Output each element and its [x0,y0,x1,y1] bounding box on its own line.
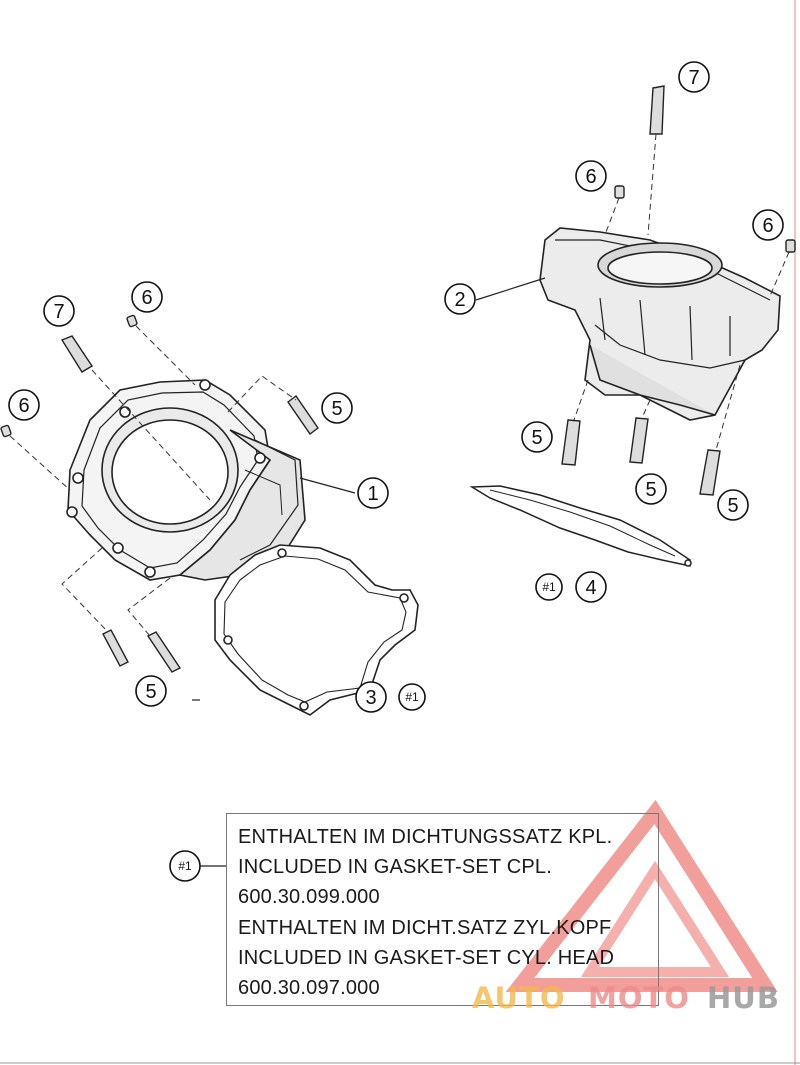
note-line-2: INCLUDED IN GASKET-SET CPL. [238,856,552,878]
base-gasket-left-drawing [214,544,419,716]
callout-3: 3 [365,687,376,709]
cylinder-right-drawing [539,227,781,421]
callout-5-right-a: 5 [531,427,542,449]
base-gasket-right-drawing [469,485,692,567]
callout-markers [8,61,784,882]
watermark-part-auto: AUTO [472,981,566,1015]
callout-ref-left: #1 [405,690,419,704]
gasket-note-box [226,813,659,1006]
note-line-5: INCLUDED IN GASKET-SET CYL. HEAD [238,947,615,969]
note-line-6: 600.30.097.000 [238,977,380,999]
callout-2: 2 [454,289,465,311]
watermark-logo-icon [505,799,778,992]
callout-1: 1 [367,483,378,505]
watermark-part-moto: MOTO [588,981,690,1015]
right-dashed-guides [573,133,790,451]
note-line-1: ENTHALTEN IM DICHTUNGSSATZ KPL. [238,826,613,848]
callout-6-left-a: 6 [141,287,152,309]
callout-4: 4 [585,577,596,599]
callout-5-right-b: 5 [645,479,656,501]
note-line-3: 600.30.099.000 [238,886,380,908]
left-fasteners-drawing [0,314,319,673]
callout-6-left-b: 6 [18,395,29,417]
callout-labels: 7 6 6 2 5 5 5 #1 4 6 7 6 5 1 5 3 #1 #1 [18,67,773,873]
left-dashed-guides [9,325,297,637]
callout-ref-right: #1 [542,580,556,594]
callout-5-left-a: 5 [331,398,342,420]
cylinder-left-drawing [66,379,306,581]
watermark-part-hub: HUB [707,981,780,1015]
note-ref-label: #1 [178,859,192,873]
note-line-4: ENTHALTEN IM DICHT.SATZ ZYL.KOPF [238,917,612,939]
right-fasteners-drawing [561,85,796,496]
callout-7-right: 7 [688,67,699,89]
callout-5-right-c: 5 [727,495,738,517]
callout-6-right-a: 6 [585,166,596,188]
callout-6-right-b: 6 [762,215,773,237]
callout-5-left-b: 5 [145,681,156,703]
callout-7-left: 7 [53,301,64,323]
